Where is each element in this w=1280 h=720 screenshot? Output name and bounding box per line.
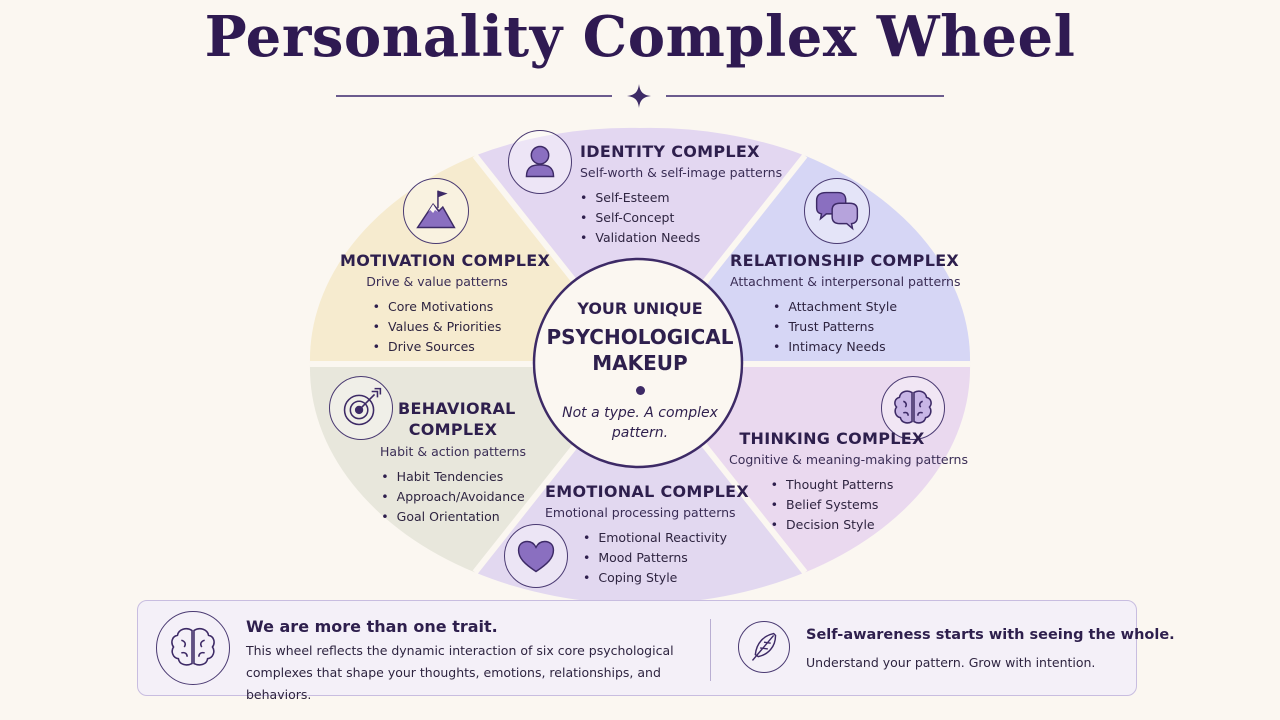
chat-bubbles-icon: [804, 178, 870, 244]
thinking-list: Thought Patterns Belief Systems Decision…: [771, 475, 894, 535]
relationship-list: Attachment Style Trust Patterns Intimacy…: [773, 297, 897, 357]
target-icon: [329, 376, 393, 440]
section-behavioral: BEHAVIORAL COMPLEX Habit & action patter…: [358, 398, 548, 527]
behavioral-subtitle: Habit & action patterns: [380, 444, 526, 459]
emotional-subtitle: Emotional processing patterns: [545, 505, 736, 520]
list-item: Goal Orientation: [381, 507, 524, 527]
title-divider-right: [666, 95, 944, 97]
page-title: Personality Complex Wheel: [204, 4, 1076, 70]
emotional-list: Emotional Reactivity Mood Patterns Copin…: [583, 528, 727, 588]
heart-icon: [504, 524, 568, 588]
list-item: Intimacy Needs: [773, 337, 897, 357]
brain-icon: [881, 376, 945, 440]
section-motivation: MOTIVATION COMPLEX Drive & value pattern…: [340, 251, 551, 357]
footer-divider: [710, 619, 711, 681]
list-item: Approach/Avoidance: [381, 487, 525, 507]
list-item: Validation Needs: [580, 228, 700, 248]
section-thinking: THINKING COMPLEX Cognitive & meaning-mak…: [729, 429, 968, 535]
brain-icon: [156, 611, 230, 685]
list-item: Thought Patterns: [771, 475, 893, 495]
feather-icon: [738, 621, 790, 673]
center-label: YOUR UNIQUE PSYCHOLOGICAL MAKEUP Not a t…: [540, 265, 740, 443]
behavioral-title: BEHAVIORAL COMPLEX: [398, 399, 516, 439]
identity-title: IDENTITY COMPLEX: [580, 142, 760, 161]
footer-panel: We are more than one trait. This wheel r…: [137, 600, 1175, 702]
center-line1: YOUR UNIQUE: [577, 299, 703, 318]
list-item: Attachment Style: [773, 297, 897, 317]
motivation-title: MOTIVATION COMPLEX: [340, 251, 551, 270]
center-circle: [532, 257, 744, 469]
list-item: Values & Priorities: [373, 317, 501, 337]
motivation-list: Core Motivations Values & Priorities Dri…: [373, 297, 502, 357]
section-relationship: RELATIONSHIP COMPLEX Attachment & interp…: [730, 251, 961, 357]
list-item: Mood Patterns: [583, 548, 727, 568]
footer-right-text: Understand your pattern. Grow with inten…: [806, 655, 1096, 670]
footer-left-heading: We are more than one trait.: [246, 617, 498, 636]
title-divider-left: [336, 95, 612, 97]
list-item: Habit Tendencies: [381, 467, 524, 487]
relationship-subtitle: Attachment & interpersonal patterns: [730, 274, 961, 289]
list-item: Drive Sources: [373, 337, 502, 357]
relationship-title: RELATIONSHIP COMPLEX: [730, 251, 960, 270]
center-dot: [635, 386, 645, 395]
motivation-subtitle: Drive & value patterns: [366, 274, 508, 289]
mountain-flag-icon: [403, 178, 469, 244]
list-item: Self-Esteem: [580, 188, 700, 208]
thinking-title: THINKING COMPLEX: [739, 429, 925, 448]
behavioral-list: Habit Tendencies Approach/Avoidance Goal…: [381, 467, 525, 527]
identity-list: Self-Esteem Self-Concept Validation Need…: [580, 188, 700, 248]
list-item: Coping Style: [583, 568, 727, 588]
section-emotional: EMOTIONAL COMPLEX Emotional processing p…: [545, 482, 750, 588]
center-line2: PSYCHOLOGICAL MAKEUP: [546, 325, 734, 375]
sparkle-icon: [627, 84, 651, 108]
footer-right-heading: Self-awareness starts with seeing the wh…: [806, 627, 1175, 643]
list-item: Emotional Reactivity: [583, 528, 727, 548]
thinking-subtitle: Cognitive & meaning-making patterns: [729, 452, 968, 467]
footer-left-text: This wheel reflects the dynamic interact…: [246, 643, 674, 702]
list-item: Self-Concept: [580, 208, 700, 228]
identity-subtitle: Self-worth & self-image patterns: [580, 165, 783, 180]
list-item: Decision Style: [771, 515, 894, 535]
center-tagline: Not a type. A complex pattern.: [562, 405, 718, 441]
person-icon: [508, 130, 572, 194]
list-item: Belief Systems: [771, 495, 894, 515]
section-identity: IDENTITY COMPLEX Self-worth & self-image…: [580, 142, 782, 248]
list-item: Core Motivations: [373, 297, 502, 317]
emotional-title: EMOTIONAL COMPLEX: [545, 482, 750, 501]
list-item: Trust Patterns: [773, 317, 897, 337]
